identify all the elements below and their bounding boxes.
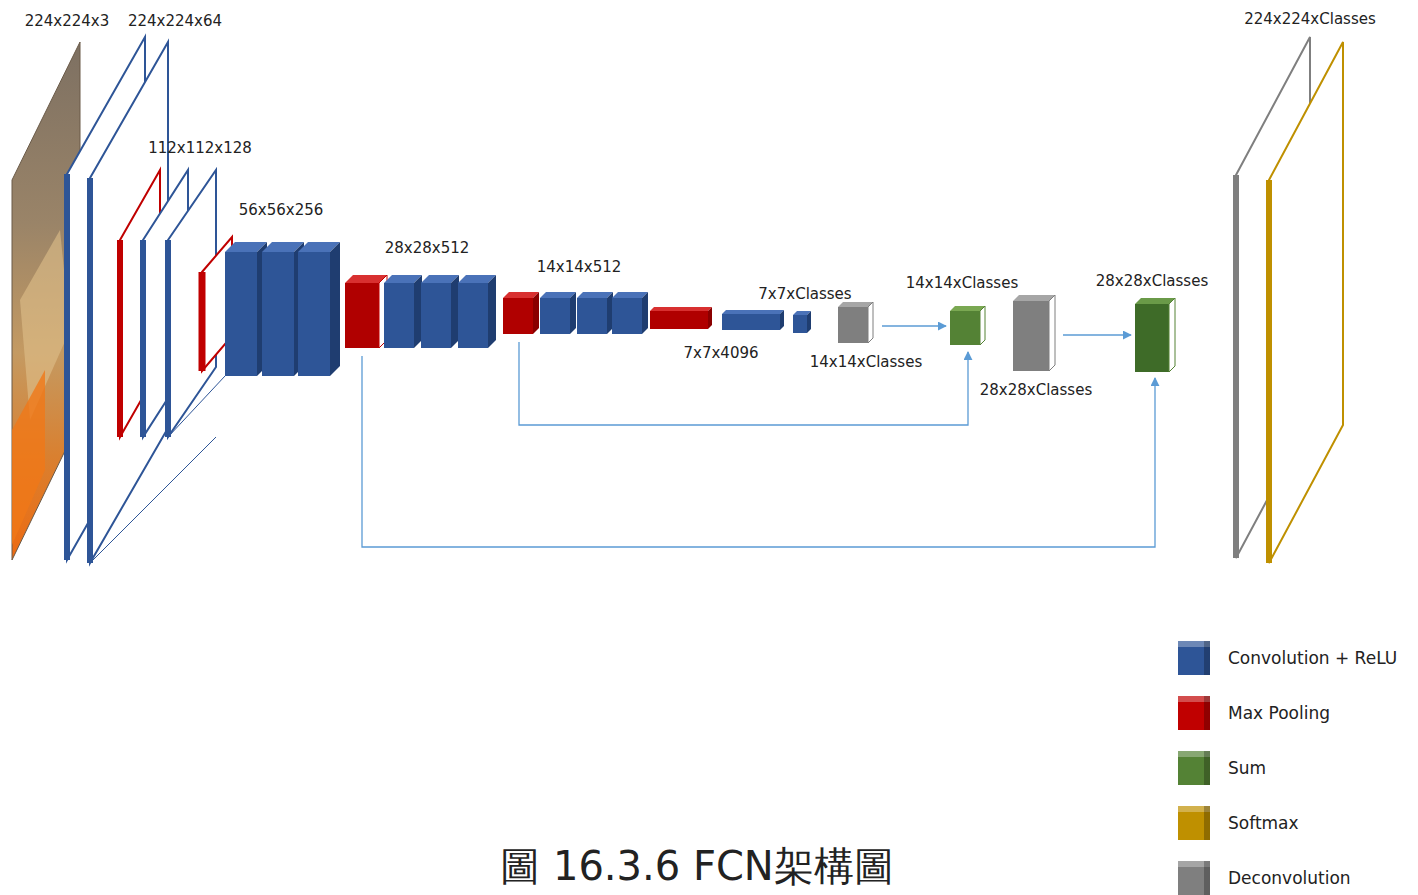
dimension-label: 7x7x4096 — [683, 344, 758, 362]
pool-block — [650, 307, 712, 329]
legend-swatch — [1178, 751, 1210, 785]
skip-connection — [519, 342, 968, 425]
legend-swatch — [1178, 861, 1210, 895]
legend-row: Convolution + ReLU — [1178, 638, 1397, 678]
layer-block: 224x224xClasses — [1234, 35, 1346, 565]
skip-connection — [362, 356, 1155, 547]
legend-row: Softmax — [1178, 803, 1299, 843]
layer-block: 28x28xClasses — [1135, 298, 1175, 372]
input-image — [12, 42, 80, 560]
layer-block: 112x112x128 — [118, 165, 218, 440]
conv-block — [612, 292, 648, 334]
dimension-label: 14x14x512 — [537, 258, 622, 276]
flow-arrow — [882, 325, 946, 327]
softmax-sheet — [1269, 42, 1343, 563]
layer-block: 7x7xClasses — [793, 311, 811, 333]
legend-text: Convolution + ReLU — [1228, 648, 1397, 668]
deconv-block — [838, 302, 873, 343]
image-detail — [12, 370, 45, 545]
conv-block — [225, 242, 267, 376]
dimension-label: 14x14xClasses — [906, 274, 1018, 292]
conv-sheet-edge — [64, 174, 70, 560]
softmax-sheet-edge — [1266, 180, 1272, 563]
legend-swatch — [1178, 806, 1210, 840]
conv-block — [298, 242, 340, 376]
conv-sheet-edge — [140, 240, 146, 437]
dimension-label: 224x224x64 — [128, 12, 222, 30]
sum-block — [1135, 298, 1175, 372]
conv-block — [577, 292, 613, 334]
layer-block: 28x28xClasses — [1013, 295, 1055, 371]
legend-swatch — [1178, 641, 1210, 675]
legend-text: Max Pooling — [1228, 703, 1330, 723]
conv-block — [421, 275, 459, 348]
dimension-label: 224x224x3 — [25, 12, 110, 30]
deconv-sheet-edge — [1233, 175, 1239, 558]
sum-block — [950, 306, 985, 345]
pool-sheet-edge — [117, 240, 123, 437]
conv-sheet-edge — [87, 178, 93, 563]
conv-block — [384, 275, 422, 348]
pool-block — [503, 292, 539, 334]
legend-row: Max Pooling — [1178, 693, 1330, 733]
layer-block: 56x56x256 — [200, 235, 348, 380]
dimension-label: 56x56x256 — [239, 201, 324, 219]
legend-row: Sum — [1178, 748, 1266, 788]
conv-block — [262, 242, 304, 376]
dimension-label: 28x28x512 — [385, 239, 470, 257]
layer-block: 14x14xClasses — [838, 302, 874, 344]
conv-block — [793, 311, 811, 333]
dimension-label: 7x7xClasses — [758, 285, 851, 303]
conv-block — [458, 275, 496, 348]
layer-block: 28x28x512 — [345, 272, 498, 350]
dimension-label: 28x28xClasses — [980, 381, 1092, 399]
layer-block: 14x14xClasses — [950, 306, 986, 346]
flow-arrow — [1063, 334, 1131, 336]
pool-block — [345, 275, 387, 348]
dimension-label: 28x28xClasses — [1096, 272, 1208, 290]
figure-caption: 圖 16.3.6 FCN架構圖 — [500, 842, 894, 890]
dimension-label: 112x112x128 — [148, 139, 252, 157]
legend-swatch — [1178, 696, 1210, 730]
layer-block: 7x7x4096 — [650, 307, 785, 330]
dimension-label: 224x224xClasses — [1244, 10, 1376, 28]
legend-text: Deconvolution — [1228, 868, 1351, 888]
layer-block: 224x224x64 — [65, 37, 170, 565]
legend-text: Sum — [1228, 758, 1266, 778]
conv-sheet-edge — [165, 240, 171, 437]
dimension-label: 14x14xClasses — [810, 353, 922, 371]
layer-block: 14x14x512 — [503, 290, 649, 336]
legend-text: Softmax — [1228, 813, 1299, 833]
conv-block — [540, 292, 576, 334]
deconv-block — [1013, 295, 1055, 371]
layer-block: 224x224x3 — [10, 40, 82, 560]
conv-block — [722, 310, 784, 330]
legend-row: Deconvolution — [1178, 858, 1351, 895]
pool-sheet-edge — [199, 272, 206, 371]
